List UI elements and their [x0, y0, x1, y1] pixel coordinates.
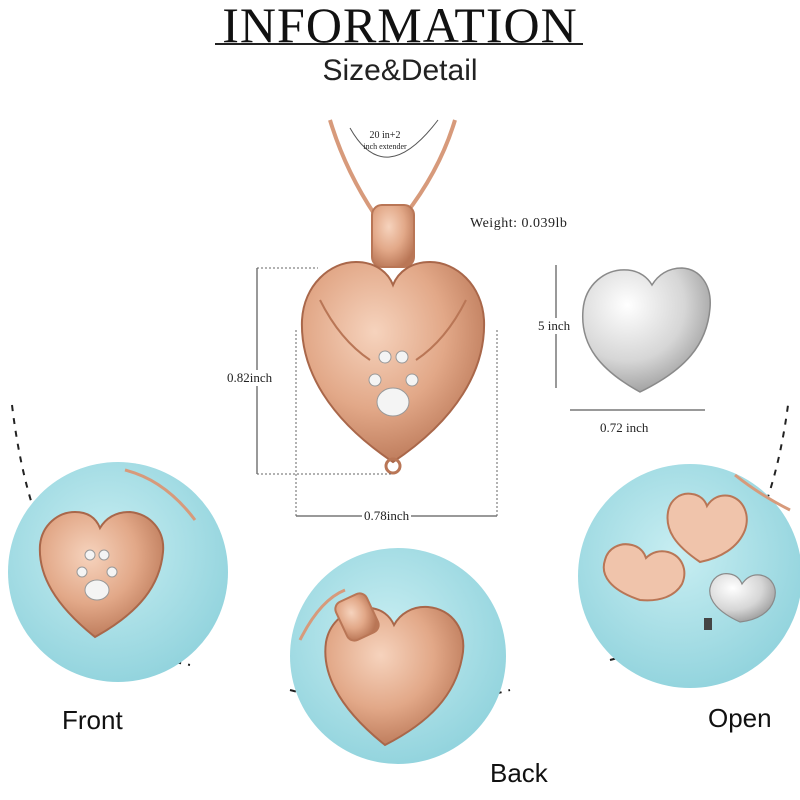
paw-crystals [368, 350, 419, 417]
front-view-pendant [38, 510, 165, 639]
bottom-loop [384, 457, 402, 475]
wing-detail [415, 299, 467, 361]
front-paw-crystals [76, 549, 118, 601]
wing-detail [319, 299, 371, 361]
insert-width-label: 0.72 inch [600, 420, 649, 435]
chain-length-arrow [349, 119, 439, 158]
open-view-half-bottom [602, 543, 686, 602]
front-label: Front [62, 705, 123, 735]
open-view-half-top [666, 492, 748, 564]
chain [403, 119, 457, 217]
open-label: Open [708, 703, 772, 733]
pendant-bail [371, 204, 415, 268]
height-label: 0.82inch [225, 370, 275, 386]
back-view-pendant [324, 605, 465, 747]
width-label: 0.78inch [362, 508, 412, 524]
back-label: Back [490, 758, 548, 788]
chain-length-note: inch extender [363, 142, 407, 151]
screw [704, 618, 712, 630]
title-underline [215, 43, 583, 45]
silver-insert [582, 267, 711, 393]
main-pendant-heart [300, 260, 486, 464]
chain-length-value: 20 in+2 [369, 130, 401, 141]
chain [328, 119, 377, 217]
weight-label: Weight: 0.039lb [470, 216, 568, 231]
chain-length-label: 20 in+2 inch extender [345, 130, 425, 152]
page-subtitle: Size&Detail [322, 54, 478, 87]
insert-height-label: 5 inch [537, 318, 572, 334]
page-title: INFORMATION [222, 0, 578, 53]
open-view-silver-insert [709, 573, 776, 623]
